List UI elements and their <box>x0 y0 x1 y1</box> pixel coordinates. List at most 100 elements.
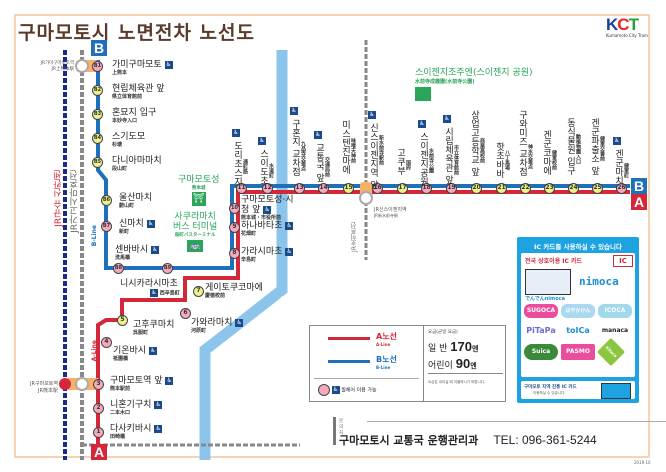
station-marker-7[interactable]: 7 <box>193 286 204 297</box>
castle-icon: ⛩ <box>191 192 206 206</box>
station-marker-18[interactable]: 18 <box>421 183 432 194</box>
station-marker-b9[interactable]: B9 <box>162 263 173 274</box>
a-line-start-badge: A <box>91 444 107 460</box>
station-marker-6[interactable]: 6 <box>180 308 191 319</box>
wheelchair-icon: ♿ <box>258 136 266 145</box>
station-marker-14[interactable]: 14 <box>318 183 329 194</box>
station-1[interactable]: 다사키바시 ♿田崎橋 <box>110 424 163 440</box>
wheelchair-icon: ♿ <box>154 424 163 433</box>
station-marker-20[interactable]: 20 <box>471 183 482 194</box>
wheelchair-icon: ♿ <box>165 376 174 385</box>
station-6[interactable]: 가와라마치 ♿河原町 <box>191 318 244 334</box>
station-3[interactable]: 구마모토역 앞 ♿熊本駅前 <box>110 376 174 392</box>
fare-adult: 일 반 170엔 <box>428 339 479 354</box>
b-line-end-badge: B <box>631 178 647 194</box>
park-icon <box>415 87 431 101</box>
bus-terminal-landmark: 사쿠라마치 버스 터미널 桜町バスターミナル 🚌 <box>173 212 218 252</box>
station-marker-4[interactable]: 4 <box>101 337 112 348</box>
station-marker-b2[interactable]: B2 <box>92 85 103 96</box>
station-marker-23[interactable]: 23 <box>544 183 555 194</box>
wheelchair-icon: ♿ <box>418 119 426 128</box>
station-marker-b6[interactable]: B6 <box>101 195 112 206</box>
station-marker-10[interactable]: 10 <box>229 203 240 214</box>
station-marker-21[interactable]: 21 <box>496 183 507 194</box>
station-marker-25[interactable]: 25 <box>592 183 603 194</box>
station-marker-11[interactable]: 11 <box>236 183 247 194</box>
station-b7[interactable]: 신마치 ♿新町 <box>119 219 155 235</box>
wheelchair-icon: ♿ <box>235 318 244 327</box>
station-marker-24[interactable]: 24 <box>568 183 579 194</box>
station-marker-b5[interactable]: B5 <box>92 157 103 168</box>
station-b8[interactable]: 센바바시 ♿洗馬橋 <box>115 245 159 261</box>
station-marker-19[interactable]: 19 <box>446 183 457 194</box>
wheelchair-icon: ♿ <box>149 346 157 355</box>
station-marker-5[interactable]: 5 <box>117 315 128 326</box>
station-marker-b1[interactable]: B1 <box>92 61 103 72</box>
station-marker-16[interactable]: 16 <box>372 183 383 194</box>
station-marker-3[interactable]: 3 <box>93 379 104 390</box>
kct-logo: KCT Kumamoto City Tram <box>606 15 648 38</box>
station-marker-8[interactable]: 8 <box>229 248 240 259</box>
wheelchair-icon: ♿ <box>150 289 158 297</box>
phone-number: TEL: 096-361-5244 <box>493 433 597 447</box>
station-marker-2[interactable]: 2 <box>93 403 104 414</box>
station-b9[interactable]: 니시카라시마초♿ 西辛島町 <box>120 279 180 297</box>
station-marker-9[interactable]: 9 <box>229 222 240 233</box>
b-line-label: B-Line <box>91 225 98 247</box>
station-marker-22[interactable]: 22 <box>520 183 531 194</box>
tram-card-image <box>525 269 571 295</box>
station-9[interactable]: 하나바타초 ♿花畑町 <box>241 221 294 237</box>
station-marker-b3[interactable]: B3 <box>92 109 103 120</box>
station-marker-26[interactable]: 26 <box>616 183 627 194</box>
station-marker-13[interactable]: 13 <box>294 183 305 194</box>
station-4[interactable]: 기온바시 ♿祇園橋 <box>113 346 157 362</box>
station-marker-b4[interactable]: B4 <box>92 133 103 144</box>
station-marker-b8[interactable]: B8 <box>113 263 124 274</box>
station-2[interactable]: 니혼기구치 ♿二本木口 <box>110 400 163 416</box>
wheelchair-icon: ♿ <box>368 110 376 119</box>
wheelchair-icon: ♿ <box>151 245 159 254</box>
bus-icon: 🚌 <box>187 240 204 252</box>
station-marker-17[interactable]: 17 <box>397 183 408 194</box>
a-line-label: A-Line <box>91 340 98 362</box>
station-b1[interactable]: 가미구마모토 ♿上熊本 <box>112 60 173 76</box>
ic-card-panel: IC 카드를 사용하실 수 있습니다 전국 상호이용 IC 카드 IC nimo… <box>517 237 639 403</box>
station-marker-15[interactable]: 15 <box>343 183 354 194</box>
wheelchair-legend: ♿ 휠체어 이용 가능 <box>318 384 377 396</box>
station-marker-b7[interactable]: B7 <box>101 221 112 232</box>
wheelchair-icon: ♿ <box>331 386 340 394</box>
wheelchair-icon: ♿ <box>232 128 240 137</box>
station-marker-1[interactable]: 1 <box>93 427 104 438</box>
station-marker-12[interactable]: 12 <box>262 183 273 194</box>
b-line-start-badge: B <box>91 40 107 56</box>
river-label: 시라카와 <box>278 295 285 319</box>
station-10[interactable]: 구마모토성·시청 앞 ♿熊本城・市役所前 <box>241 195 294 221</box>
station-8[interactable]: 가라시마초 ♿辛島町 <box>241 247 294 263</box>
